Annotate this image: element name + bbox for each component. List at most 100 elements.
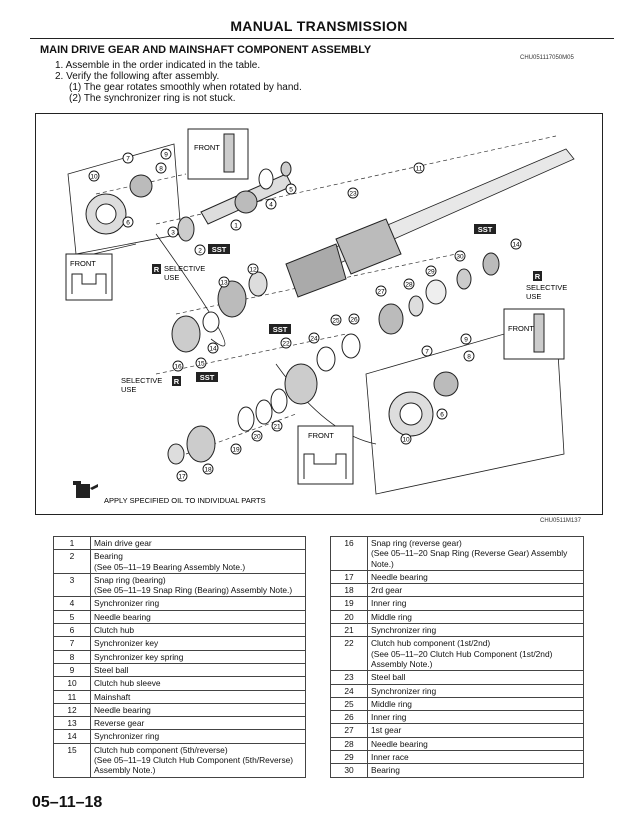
callout-4: 4 <box>265 198 277 210</box>
callout-29: 29 <box>425 265 437 277</box>
callout-16: 16 <box>172 360 184 372</box>
callout-21: 21 <box>271 420 283 432</box>
part-name: Bearing (See 05–11–19 Bearing Assembly N… <box>90 549 306 574</box>
diagram-code: CHU0511M137 <box>540 518 581 524</box>
callout-14: 14 <box>207 342 219 354</box>
callouts: 1 2 3 4 5 6 7 8 9 10 11 12 13 14 15 16 1… <box>88 148 522 482</box>
part-name: Clutch hub component (5th/reverse) (See … <box>90 742 306 778</box>
callout-25: 25 <box>330 314 342 326</box>
sst-tag-1: SST <box>212 245 227 254</box>
svg-text:3: 3 <box>171 230 175 237</box>
svg-text:9: 9 <box>464 337 468 344</box>
part-name: Middle ring <box>367 609 584 625</box>
callout-26: 26 <box>348 313 360 325</box>
part-name: Inner ring <box>367 710 584 725</box>
svg-text:8: 8 <box>467 354 471 361</box>
callout-27: 27 <box>375 285 387 297</box>
oil-note-text: APPLY SPECIFIED OIL TO INDIVIDUAL PARTS <box>104 496 266 505</box>
callout-13: 13 <box>218 276 230 288</box>
svg-text:19: 19 <box>232 447 240 454</box>
svg-text:1: 1 <box>234 223 238 230</box>
callout-10: 10 <box>88 170 100 182</box>
callout-10b: 10 <box>400 433 412 445</box>
r-tag-2: R <box>174 377 180 386</box>
mainshaft <box>285 148 575 298</box>
front-box-top: FRONT <box>187 128 249 180</box>
inset-upper-left <box>67 143 182 255</box>
part-name: Middle ring <box>367 696 584 712</box>
use-label-3: USE <box>526 292 541 301</box>
svg-text:10: 10 <box>90 174 98 181</box>
part-number: 1 <box>53 535 91 551</box>
callout-8b: 8 <box>463 350 475 362</box>
callout-5: 5 <box>285 183 297 195</box>
step-1: 1. Assemble in the order indicated in th… <box>55 60 261 71</box>
part-name: Mainshaft <box>90 689 306 704</box>
part-name: Clutch hub sleeve <box>90 676 306 691</box>
oil-note: APPLY SPECIFIED OIL TO INDIVIDUAL PARTS <box>73 481 266 505</box>
callout-15: 15 <box>195 357 207 369</box>
svg-text:30: 30 <box>456 254 464 261</box>
part-number: 12 <box>53 702 91 718</box>
selective-label-1: SELECTIVE <box>164 264 205 273</box>
svg-text:6: 6 <box>126 220 130 227</box>
callout-8: 8 <box>155 162 167 174</box>
part-number: 16 <box>330 536 368 571</box>
sst-tag-2: SST <box>273 325 288 334</box>
callout-22: 22 <box>280 337 292 349</box>
callout-3: 3 <box>167 226 179 238</box>
svg-text:6: 6 <box>440 412 444 419</box>
front-label-4: FRONT <box>308 431 334 440</box>
part-name: 1st gear <box>367 723 584 738</box>
exploded-view-diagram: FRONT FRONT <box>35 113 603 515</box>
part-number: 10 <box>53 676 91 691</box>
svg-text:14: 14 <box>209 346 217 353</box>
front-box-bottom: FRONT <box>297 425 354 485</box>
front-label-3: FRONT <box>508 324 534 333</box>
page-number: 05–11–18 <box>32 794 103 811</box>
callout-23: 23 <box>347 187 359 199</box>
svg-text:12: 12 <box>249 267 257 274</box>
part-name: Synchronizer key <box>90 636 306 651</box>
callout-20: 20 <box>251 430 263 442</box>
part-name: Synchronizer ring <box>90 596 306 611</box>
main-drive-gear <box>177 161 293 242</box>
svg-text:21: 21 <box>273 424 281 431</box>
part-name: Needle bearing <box>367 569 584 585</box>
part-number: 25 <box>330 696 368 712</box>
svg-text:16: 16 <box>174 364 182 371</box>
callout-12: 12 <box>247 263 259 275</box>
part-name: Inner race <box>367 750 584 765</box>
front-label-2: FRONT <box>70 259 96 268</box>
svg-text:8: 8 <box>159 166 163 173</box>
part-number: 2 <box>53 549 91 574</box>
svg-text:4: 4 <box>269 202 273 209</box>
section-title: MAIN DRIVE GEAR AND MAINSHAFT COMPONENT … <box>40 44 372 56</box>
part-number: 23 <box>330 670 368 685</box>
callout-9b: 9 <box>460 333 472 345</box>
callout-7: 7 <box>122 152 134 164</box>
part-name: Needle bearing <box>367 736 584 752</box>
part-number: 27 <box>330 723 368 738</box>
gears-middle <box>167 252 500 465</box>
part-name: 2rd gear <box>367 583 584 598</box>
use-label-1: USE <box>164 273 179 282</box>
part-name: Steel ball <box>367 670 584 685</box>
callout-14b: 14 <box>510 238 522 250</box>
use-label-2: USE <box>121 385 136 394</box>
part-name: Synchronizer ring <box>367 623 584 638</box>
